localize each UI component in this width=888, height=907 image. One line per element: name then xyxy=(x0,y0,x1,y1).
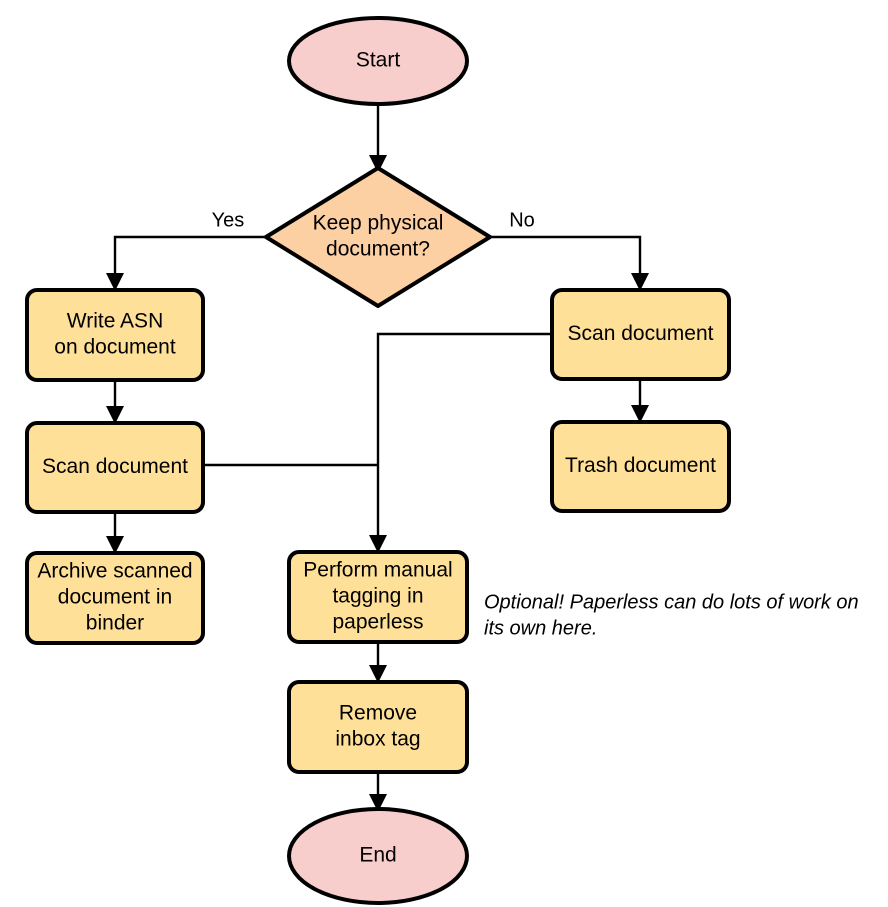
process-shape xyxy=(25,421,205,514)
node-label-archive-scanned-document-in-binder: binder xyxy=(86,612,144,635)
node-label-trash-document: Trash document xyxy=(565,454,716,477)
edge-scan-document-right-to-trash xyxy=(631,379,649,423)
process-shape xyxy=(25,288,205,382)
edge-line xyxy=(490,235,642,284)
edge-line xyxy=(113,235,266,284)
node-label-archive-scanned-document-in-binder: document in xyxy=(58,586,172,609)
node-label-scan-document-right: Scan document xyxy=(568,322,714,345)
arrowhead-icon xyxy=(631,273,649,291)
node-write-asn-on-document[interactable]: Write ASN on document xyxy=(25,288,205,382)
node-archive-scanned-document-in-binder[interactable]: Archive scanned document in binder xyxy=(25,551,205,645)
annotations-layer: Optional! Paperless can do lots of work … xyxy=(484,591,859,639)
edge-decision-yes-to-write-asn: Yes xyxy=(106,209,266,291)
node-remove-inbox-tag[interactable]: Remove inbox tag xyxy=(287,680,469,774)
node-label-keep-physical-document: Keep physical xyxy=(313,212,444,235)
edge-decision-no-to-scan-document-right: No xyxy=(490,209,649,291)
node-end[interactable]: End xyxy=(287,807,469,905)
decision-shape xyxy=(264,166,492,308)
process-shape xyxy=(25,551,205,645)
edge-label-decision-yes-to-write-asn: Yes xyxy=(212,209,245,231)
arrowhead-icon xyxy=(106,536,124,554)
node-label-scan-document-left: Scan document xyxy=(42,455,188,478)
node-start[interactable]: Start xyxy=(287,16,469,106)
edge-line xyxy=(376,332,552,546)
arrowhead-icon xyxy=(369,535,387,553)
node-label-start: Start xyxy=(356,49,401,72)
terminator-shape xyxy=(287,807,469,905)
edge-write-asn-to-scan-document-left xyxy=(106,380,124,424)
process-shape xyxy=(550,288,731,381)
arrowhead-icon xyxy=(631,405,649,423)
arrowhead-icon xyxy=(106,406,124,424)
arrowhead-icon xyxy=(369,794,387,812)
process-shape xyxy=(287,680,469,774)
annotation-optional-note: Optional! Paperless can do lots of work … xyxy=(484,591,859,639)
edge-scan-document-right-to-manual-tagging xyxy=(369,332,552,553)
node-label-write-asn-on-document: on document xyxy=(54,336,176,359)
node-label-write-asn-on-document: Write ASN xyxy=(67,310,163,333)
arrowhead-icon xyxy=(369,155,387,173)
node-label-end: End xyxy=(359,844,396,867)
edge-remove-inbox-tag-to-end xyxy=(369,772,387,812)
arrowhead-icon xyxy=(369,665,387,683)
terminator-shape xyxy=(287,16,469,106)
edge-label-decision-no-to-scan-document-right: No xyxy=(509,209,535,231)
arrowhead-icon xyxy=(106,273,124,291)
process-shape xyxy=(550,420,731,513)
node-label-perform-manual-tagging-in-paperless: paperless xyxy=(332,611,423,634)
node-scan-document-left[interactable]: Scan document xyxy=(25,421,205,514)
edge-manual-tagging-to-remove-inbox-tag xyxy=(369,642,387,683)
process-shape xyxy=(287,550,469,644)
node-label-archive-scanned-document-in-binder: Archive scanned xyxy=(37,560,192,583)
node-label-remove-inbox-tag: Remove xyxy=(339,702,417,725)
node-scan-document-right[interactable]: Scan document xyxy=(550,288,731,381)
annotation-line: Optional! Paperless can do lots of work … xyxy=(484,591,859,613)
edge-start-to-decision xyxy=(369,104,387,173)
node-label-perform-manual-tagging-in-paperless: Perform manual xyxy=(303,559,452,582)
node-label-remove-inbox-tag: inbox tag xyxy=(335,728,420,751)
annotation-line: its own here. xyxy=(484,617,597,639)
node-keep-physical-document[interactable]: Keep physical document? xyxy=(264,166,492,308)
node-label-keep-physical-document: document? xyxy=(326,238,430,261)
node-trash-document[interactable]: Trash document xyxy=(550,420,731,513)
node-label-perform-manual-tagging-in-paperless: tagging in xyxy=(332,585,423,608)
node-perform-manual-tagging-in-paperless[interactable]: Perform manual tagging in paperless xyxy=(287,550,469,644)
edges-layer: Yes No xyxy=(106,104,649,812)
edge-scan-document-left-to-archive xyxy=(106,512,124,554)
